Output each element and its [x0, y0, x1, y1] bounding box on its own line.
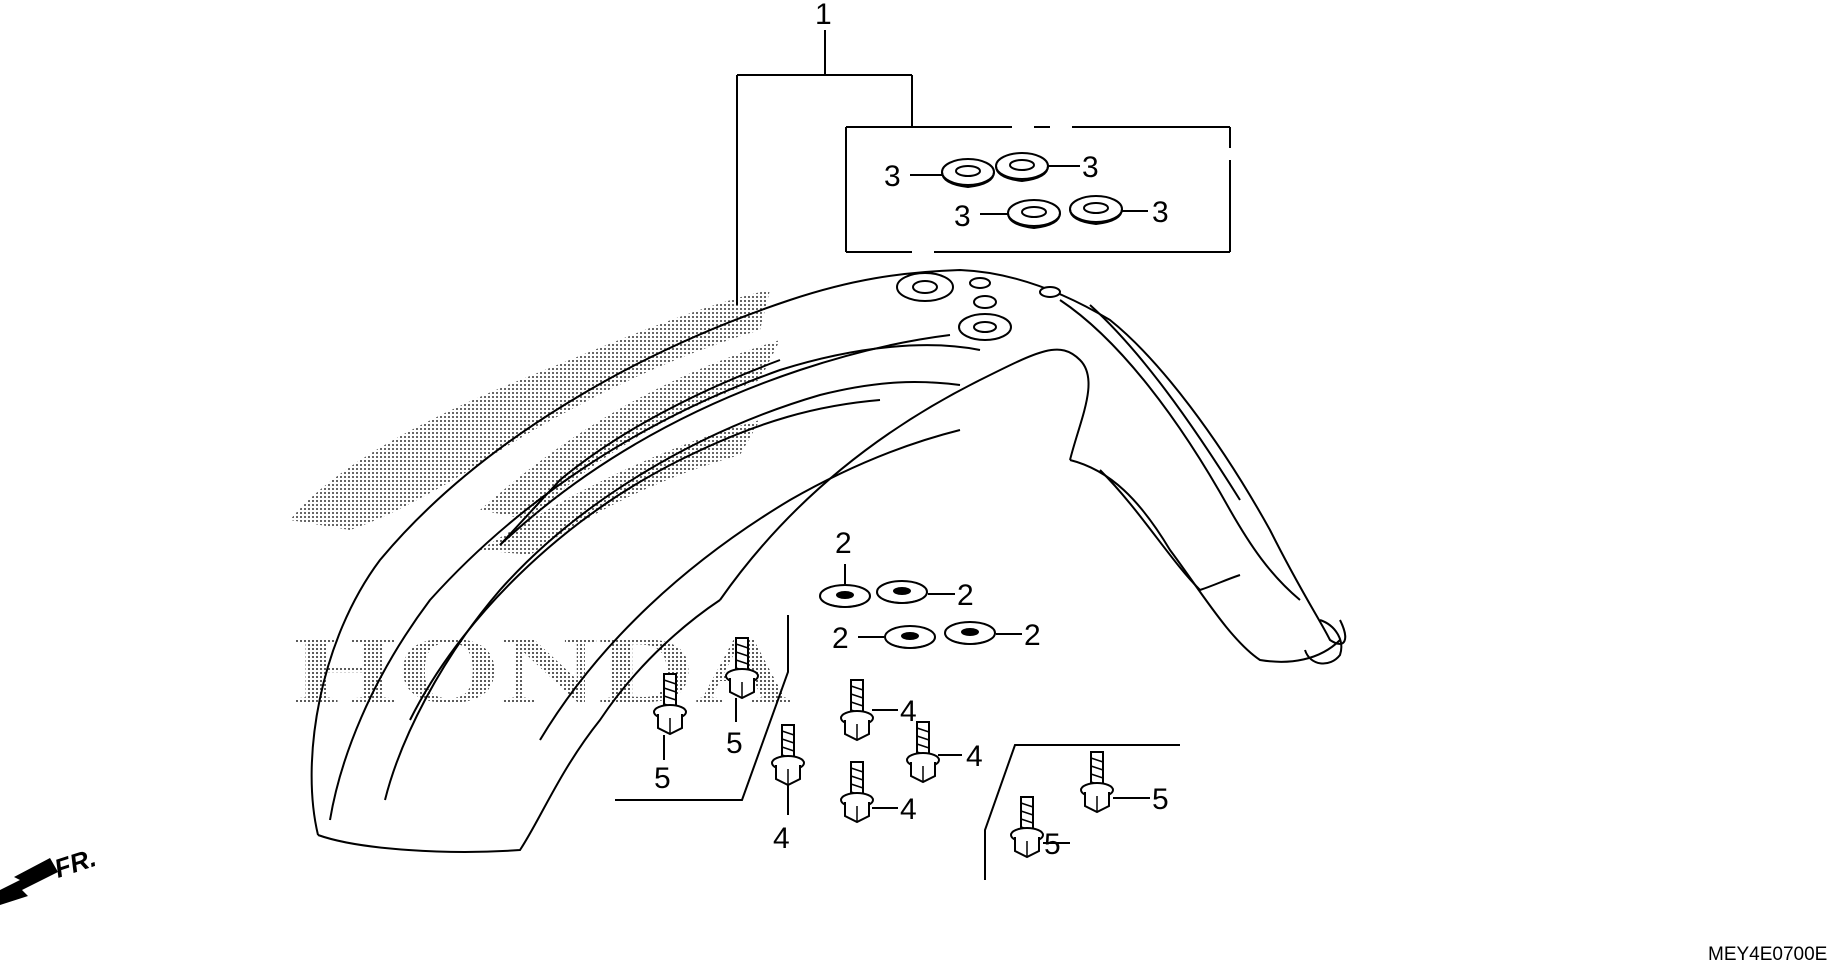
- bolt-4c: [771, 724, 805, 786]
- honda-wing-logo: HONDA: [290, 290, 792, 723]
- callout-1-label: 1: [815, 0, 832, 31]
- bolt-4b: [906, 721, 940, 783]
- callout-2c-label: 2: [832, 622, 849, 655]
- grommet-3c: [1007, 199, 1061, 229]
- callout-4b-label: 4: [966, 740, 983, 773]
- callout-3d-label: 3: [1152, 196, 1169, 229]
- drawing-code: MEY4E0700E: [1708, 944, 1827, 960]
- grommet-3d: [1069, 195, 1123, 225]
- front-direction-arrow-icon: [0, 858, 58, 905]
- callout-4c-label: 4: [773, 822, 790, 855]
- grommet-3b: [995, 152, 1049, 182]
- bracket-5-right: [984, 744, 1180, 880]
- callout-5a-label: 5: [654, 762, 671, 795]
- bolt-4a: [840, 679, 874, 741]
- bolt-5c: [1080, 751, 1114, 813]
- washer-2d: [944, 621, 996, 645]
- washer-2c: [884, 625, 936, 649]
- callout-4a-label: 4: [900, 695, 917, 728]
- front-fender: [310, 268, 1347, 853]
- callout-5d-label: 5: [1044, 828, 1061, 861]
- washer-2a: [819, 584, 871, 608]
- honda-logo-text: HONDA: [292, 616, 792, 723]
- callout-5b-label: 5: [726, 727, 743, 760]
- front-direction-label: FR.: [51, 842, 100, 883]
- callout-3c-label: 3: [954, 200, 971, 233]
- bolt-5d: [1010, 796, 1044, 858]
- washer-2b: [876, 580, 928, 604]
- callout-2d-label: 2: [1024, 619, 1041, 652]
- callout-3b-label: 3: [1082, 151, 1099, 184]
- bolt-4d: [840, 761, 874, 823]
- callout-5c-label: 5: [1152, 783, 1169, 816]
- grommet-3a: [941, 158, 995, 188]
- callout-2b-label: 2: [957, 579, 974, 612]
- callout-4d-label: 4: [900, 793, 917, 826]
- bracket-5-left: [615, 615, 789, 801]
- callout-2a-label: 2: [835, 527, 852, 560]
- callout-3a-label: 3: [884, 160, 901, 193]
- callout-1-leader: [736, 30, 1231, 305]
